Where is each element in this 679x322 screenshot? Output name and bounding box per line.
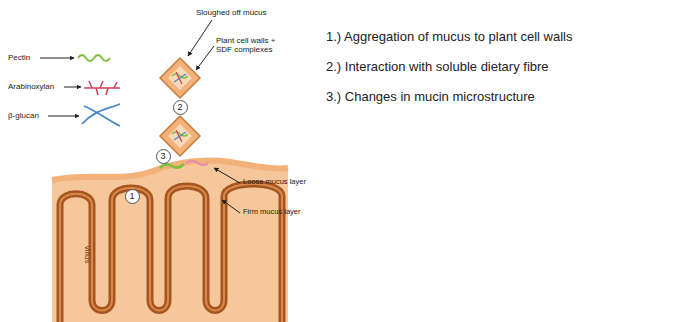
part-label: Pectin [8, 53, 30, 62]
part-label: Loose mucus layer [243, 178, 306, 187]
surface-fibre [160, 164, 184, 168]
mechanism-item: 2.) Interaction with soluble dietary fib… [326, 60, 549, 75]
callout-circle: 2 [173, 100, 188, 115]
callout-circle: 3 [156, 149, 171, 164]
part-label: Firm mucus layer [243, 208, 301, 217]
surface-fibre [186, 161, 208, 165]
part-label: Plant cell walls + SDF complexes [216, 36, 280, 54]
part-label: villus [83, 246, 92, 264]
leader-arrows [40, 20, 240, 213]
beta-glucan-molecule [82, 104, 120, 126]
firm-mucus-layer [60, 184, 282, 322]
callout-number: 2 [177, 103, 182, 112]
mucus-line [60, 184, 282, 322]
part-label: Arabinoxylan [8, 82, 54, 91]
arabinoxylan-molecule [84, 81, 120, 95]
part-label: Sloughed off mucus [196, 8, 267, 17]
mechanism-item: 3.) Changes in mucin microstructure [326, 90, 535, 105]
part-label: β-glucan [8, 111, 39, 120]
callout-number: 1 [129, 192, 134, 201]
cell-wall-complex [160, 58, 200, 98]
mechanism-item: 1.) Aggregation of mucus to plant cell w… [326, 30, 572, 45]
callout-number: 3 [160, 152, 165, 161]
callout-circle: 1 [125, 189, 140, 204]
pectin-molecule [78, 55, 110, 61]
